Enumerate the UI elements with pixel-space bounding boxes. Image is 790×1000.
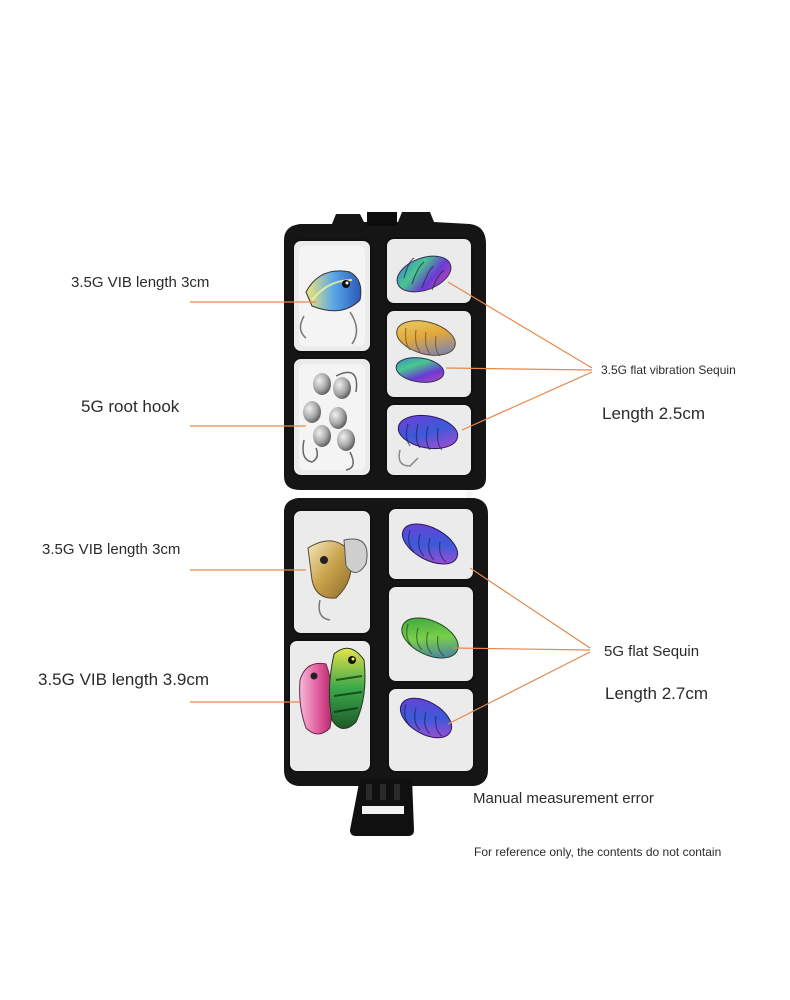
case-latch (350, 778, 414, 836)
sequin-lure-3 (397, 414, 459, 467)
leader-right-bottom-1 (469, 567, 591, 649)
sequin-lure-1 (396, 255, 452, 293)
leader-right-top-3 (461, 371, 593, 431)
sequin-lure-6 (399, 697, 453, 739)
label-vib-bottom: 3.5G VIB length 3.9cm (38, 670, 210, 689)
label-length-bottom: Length 2.7cm (605, 684, 709, 703)
leader-right-bottom-2 (453, 647, 591, 651)
vib-lure-blue-yellow (299, 270, 362, 345)
leader-right-top-1 (447, 281, 593, 369)
vib-lure-pink-green (299, 647, 366, 735)
leader-right-top-2 (445, 367, 593, 371)
label-vib-top: 3.5G VIB length 3cm (71, 274, 210, 291)
sequin-lure-5 (401, 617, 459, 659)
note-measurement-error: Manual measurement error (473, 790, 654, 807)
leader-right-bottom-3 (447, 651, 591, 725)
label-flat-sequin: 5G flat Sequin (604, 643, 700, 660)
label-root-hook: 5G root hook (81, 397, 180, 416)
label-vib-mid: 3.5G VIB length 3cm (42, 541, 181, 558)
sinker-root-hooks (302, 371, 358, 471)
label-length-top: Length 2.5cm (602, 404, 706, 423)
sequin-lure-4 (401, 523, 459, 565)
label-flat-vibration-sequin: 3.5G flat vibration Sequin (601, 363, 736, 377)
note-reference-only: For reference only, the contents do not … (474, 845, 722, 859)
leader-lines (190, 281, 593, 725)
vib-lure-gold (307, 538, 368, 621)
sequin-lure-2 (395, 320, 456, 383)
